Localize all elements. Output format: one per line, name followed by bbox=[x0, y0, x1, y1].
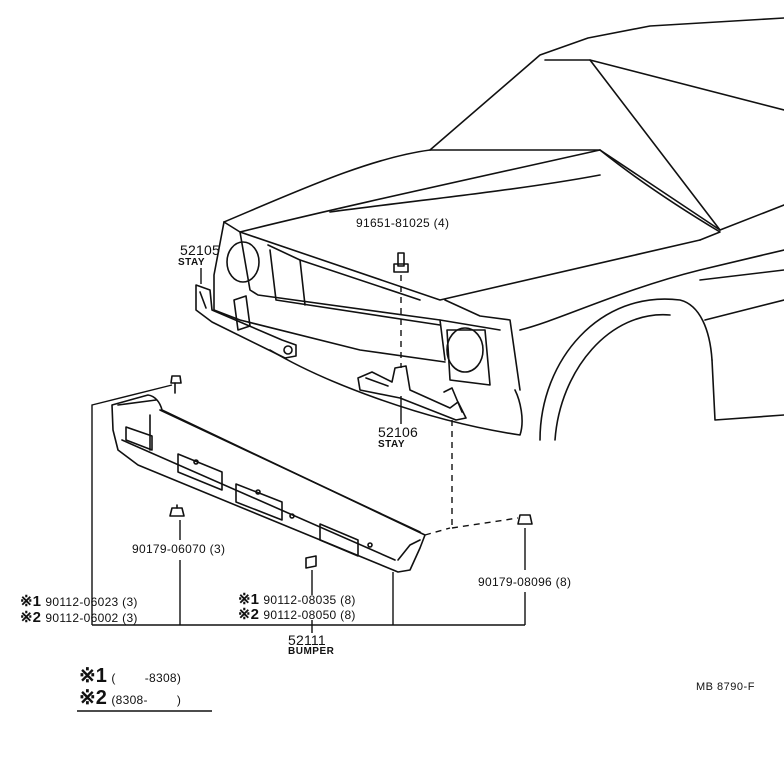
bolt-91651-81025 bbox=[393, 252, 409, 273]
part-number-52106: 52106 bbox=[378, 424, 418, 440]
truck-body-illustration bbox=[213, 17, 784, 441]
stay-left-52105 bbox=[195, 284, 297, 359]
note-1: ※1 ( -8308) bbox=[79, 666, 181, 686]
part-name-stay-right: STAY bbox=[378, 439, 406, 450]
note-mark: ※1 bbox=[20, 593, 41, 610]
part-number-90179-08096: 90179-08096 (8) bbox=[478, 575, 572, 589]
part-number-91651-81025: 91651-81025 (4) bbox=[356, 216, 450, 230]
leader-lines bbox=[77, 268, 526, 712]
part-number-90112-08050: 90112-08050 (8) bbox=[263, 608, 356, 622]
note-1-range: ( -8308) bbox=[111, 671, 182, 685]
part-number-90112-06002: 90112-06002 (3) bbox=[45, 611, 138, 625]
nut-90179-06070 bbox=[169, 504, 185, 517]
part-name-bumper: BUMPER bbox=[288, 646, 335, 657]
bolt-left-2-label: ※2 90112-06002 (3) bbox=[20, 610, 138, 626]
note-2: ※2 (8308- ) bbox=[79, 688, 181, 708]
part-number-52105: 52105 bbox=[180, 242, 220, 258]
bolt-bottom-mid bbox=[305, 555, 317, 569]
part-name-stay-left: STAY bbox=[178, 257, 206, 268]
part-number-90112-06023: 90112-06023 (3) bbox=[45, 595, 138, 609]
note-1-mark: ※1 bbox=[79, 665, 107, 687]
part-number-90112-08035: 90112-08035 (8) bbox=[263, 593, 356, 607]
note-mark: ※1 bbox=[238, 591, 259, 608]
bumper-52111 bbox=[111, 394, 426, 573]
note-mark: ※2 bbox=[238, 606, 259, 623]
bolt-mid-1-label: ※1 90112-08035 (8) bbox=[238, 592, 356, 608]
bolt-top-left bbox=[170, 375, 182, 394]
note-2-mark: ※2 bbox=[79, 687, 107, 709]
part-number-90179-06070: 90179-06070 (3) bbox=[132, 542, 226, 556]
nut-90179-08096 bbox=[517, 514, 533, 525]
part-number-52111: 52111 bbox=[288, 632, 326, 648]
bolt-left-1-label: ※1 90112-06023 (3) bbox=[20, 594, 138, 610]
diagram-reference: MB 8790-F bbox=[696, 681, 755, 693]
stay-right-52106 bbox=[357, 365, 467, 421]
dashed-guide-lines bbox=[400, 275, 519, 536]
note-2-range: (8308- ) bbox=[111, 693, 182, 707]
bolt-mid-2-label: ※2 90112-08050 (8) bbox=[238, 607, 356, 623]
note-mark: ※2 bbox=[20, 609, 41, 626]
